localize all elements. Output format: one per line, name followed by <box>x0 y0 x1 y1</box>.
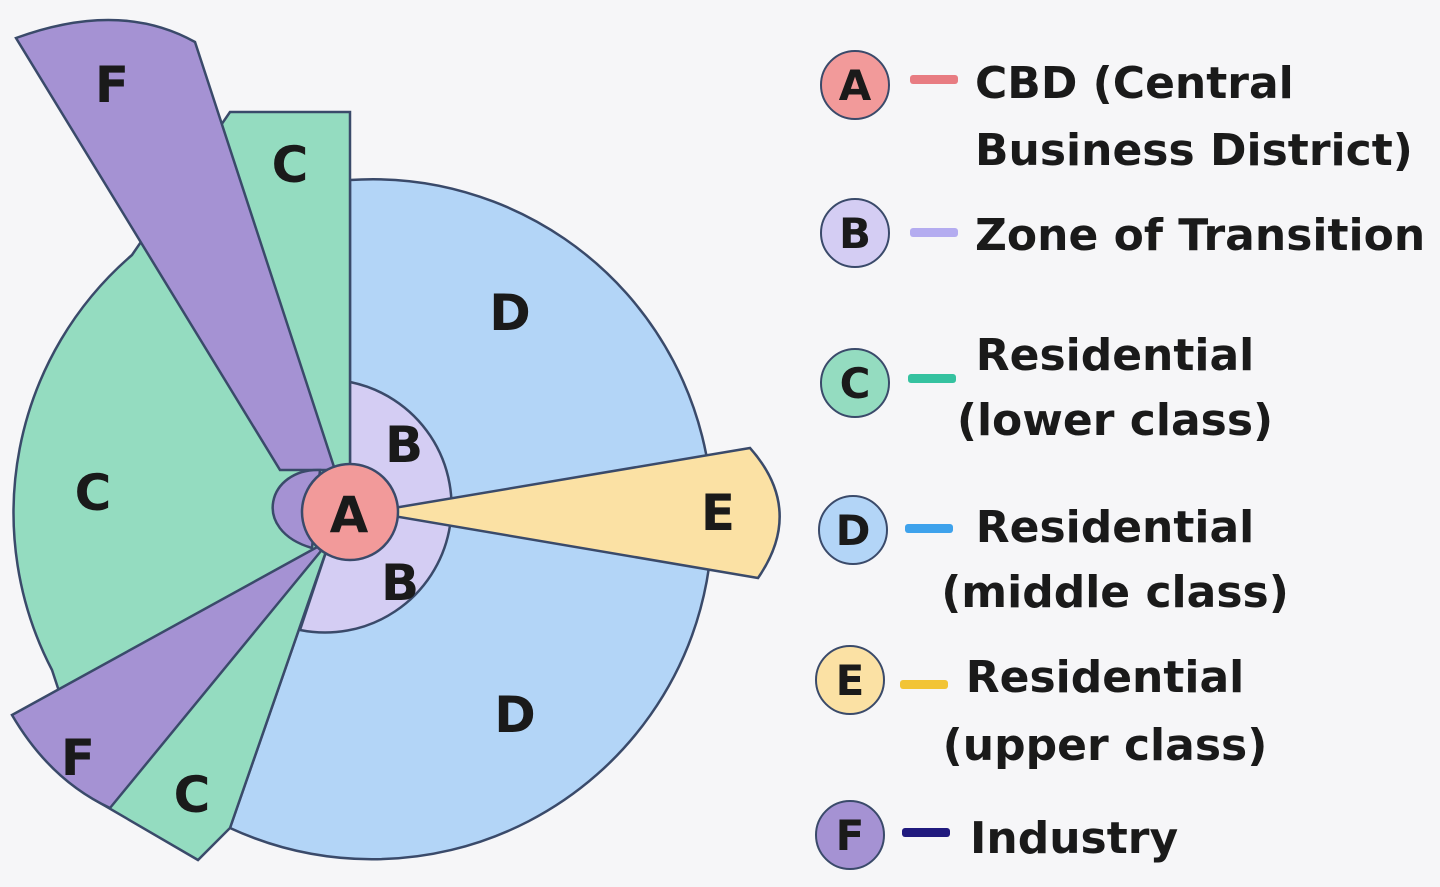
legend-item-a: A CBD (Central Business District) <box>820 50 1413 176</box>
legend-letter-f: F <box>836 811 865 860</box>
zone-a-cbd-circle <box>300 462 400 562</box>
legend-label-d-line-2: (middle class) <box>941 567 1289 618</box>
legend-letter-d: D <box>836 506 871 555</box>
legend-badge-e <box>815 645 885 715</box>
zone-label-a: A <box>330 486 369 544</box>
legend-label-c-line-2: (lower class) <box>957 395 1273 446</box>
zone-label-f-bottom: F <box>61 729 95 787</box>
legend-dash-f <box>902 828 950 837</box>
zone-label-c-left: C <box>75 464 112 522</box>
zone-e-upper-class-area <box>369 446 781 580</box>
legend-item-c: C Residential (lower class) <box>820 330 1273 446</box>
legend-dash-d <box>905 524 953 533</box>
zone-f-industry-bottom-area <box>10 538 331 810</box>
legend-badge-c <box>820 348 890 418</box>
legend-badge-f <box>815 800 885 870</box>
legend-letter-c: C <box>840 359 871 408</box>
legend-dash-e <box>900 680 948 689</box>
zone-label-b-lower: B <box>381 554 419 612</box>
zone-label-e: E <box>701 484 735 542</box>
legend-badge-a <box>820 50 890 120</box>
zone-label-f-top: F <box>95 56 129 114</box>
zone-label-b-upper: B <box>385 416 423 474</box>
legend: A CBD (Central Business District) B Zone… <box>815 50 1425 870</box>
legend-letter-a: A <box>839 61 872 110</box>
legend-label-e-line-1: Residential <box>966 652 1245 703</box>
legend-dash-b <box>910 228 958 237</box>
legend-letter-e: E <box>836 656 865 705</box>
legend-item-e: E Residential (upper class) <box>815 645 1268 771</box>
legend-letter-b: B <box>839 209 871 258</box>
legend-label-b-line-1: Zone of Transition <box>975 210 1425 261</box>
legend-badge-b <box>820 198 890 268</box>
zone-label-c-top: C <box>272 136 309 194</box>
zone-f-industry-top-area <box>14 18 337 472</box>
legend-dash-c <box>908 374 956 383</box>
legend-item-f: F Industry <box>815 800 1178 870</box>
legend-item-d: D Residential (middle class) <box>818 495 1289 618</box>
legend-label-f-line-1: Industry <box>970 813 1178 864</box>
legend-badge-d <box>818 495 888 565</box>
legend-dash-a <box>910 75 958 84</box>
legend-label-a-line-2: Business District) <box>975 125 1413 176</box>
legend-item-b: B Zone of Transition <box>820 198 1425 268</box>
legend-label-c-line-1: Residential <box>976 330 1255 381</box>
zone-label-d-lower: D <box>494 686 536 744</box>
zone-label-c-bottom: C <box>174 766 211 824</box>
legend-label-d-line-1: Residential <box>976 502 1255 553</box>
legend-label-a-line-1: CBD (Central <box>975 58 1294 109</box>
zone-label-d-upper: D <box>489 284 531 342</box>
legend-label-e-line-2: (upper class) <box>943 720 1268 771</box>
